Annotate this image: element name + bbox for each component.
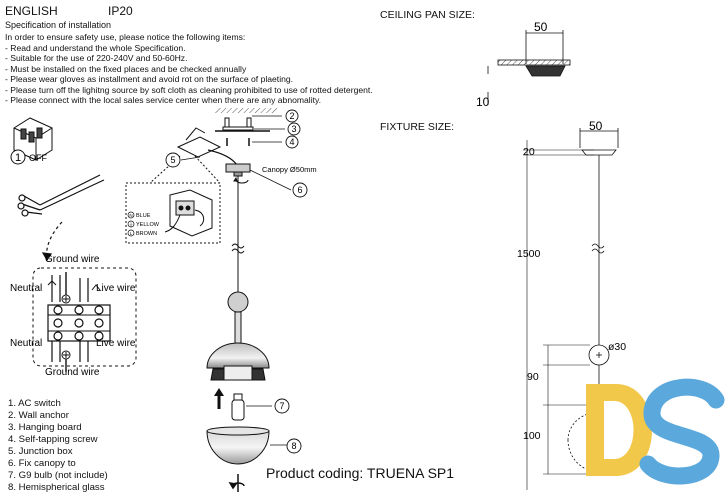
live-wire-label-bottom: Live wire — [96, 338, 136, 349]
ceiling-pan-title: CEILING PAN SIZE: — [380, 9, 475, 21]
spec-item: - Must be installed on the fixed places … — [5, 63, 247, 74]
rotate-arrow-icon — [228, 474, 245, 492]
spec-intro: In order to ensure safety use, please no… — [5, 32, 246, 42]
wire-bundle-illustration — [17, 174, 105, 262]
bulb — [231, 393, 245, 421]
fixture-drawing — [523, 128, 631, 490]
legend-item: 1. AC switch — [8, 398, 61, 409]
junction-color-legend: N BLUE ⏚ YELLOW L BROWN — [127, 211, 160, 237]
callout-numbers: 2 3 4 5 6 7 8 — [170, 111, 302, 451]
live-wire-label-top: Live wire — [96, 283, 136, 294]
neutral-label-bottom: Neutral — [10, 338, 42, 349]
legend-item: 5. Junction box — [8, 446, 73, 457]
pan-width-dim: 50 — [534, 20, 548, 34]
svg-text:⏚: ⏚ — [129, 221, 134, 227]
callout-circles — [165, 109, 308, 454]
fixture-title: FIXTURE SIZE: — [380, 121, 455, 133]
spec-title: Specification of installation — [5, 20, 112, 30]
stem-length-dim: 90 — [527, 371, 539, 383]
neutral-label-top: Neutral — [10, 283, 42, 294]
ground-wire-label-bottom: Ground wire — [45, 367, 100, 378]
canopy-label: Canopy Ø50mm — [262, 165, 317, 174]
shade-height-dim: 100 — [523, 430, 541, 442]
legend-item: 4. Self-tapping screw — [8, 434, 98, 445]
ac-switch-illustration — [13, 117, 53, 161]
svg-text:8: 8 — [291, 441, 296, 451]
junction-box-inset — [125, 155, 221, 244]
svg-text:7: 7 — [279, 401, 284, 411]
svg-text:BLUE: BLUE — [136, 213, 151, 219]
svg-text:5: 5 — [170, 155, 175, 165]
ground-wire-label-top: Ground wire — [45, 254, 100, 265]
step-number: 1 — [15, 152, 21, 164]
ceiling-hatch — [215, 108, 277, 113]
ball-diameter-dim: ø30 — [608, 341, 626, 353]
junction-box — [176, 127, 238, 166]
hanging-parts — [215, 115, 285, 146]
fixture-width-dim: 50 — [589, 119, 603, 133]
spec-item: - Please connect with the local sales se… — [5, 95, 322, 105]
spec-item: - Suitable for the use of 220-240V and 5… — [5, 53, 188, 63]
callout-leaders — [180, 156, 292, 446]
cable-length-dim: 1500 — [517, 248, 541, 260]
ds-logo — [586, 378, 725, 485]
svg-text:6: 6 — [297, 185, 302, 195]
legend-item: 6. Fix canopy to — [8, 458, 76, 469]
switch-off-label: OFF — [29, 153, 47, 163]
pan-height-dim: 10 — [476, 95, 490, 109]
svg-text:L: L — [130, 231, 133, 236]
svg-text:3: 3 — [291, 124, 296, 134]
svg-text:N: N — [129, 213, 132, 218]
svg-text:4: 4 — [289, 137, 294, 147]
wiring-diagram — [32, 267, 137, 372]
legend-item: 7. G9 bulb (not include) — [8, 470, 108, 481]
glass-shade — [206, 426, 270, 465]
svg-text:BROWN: BROWN — [136, 231, 157, 237]
svg-text:2: 2 — [289, 111, 294, 121]
spec-item: - Please wear gloves as installment and … — [5, 74, 294, 84]
pendant-body — [206, 176, 270, 381]
spec-item: - Read and understand the whole Specific… — [5, 42, 186, 53]
legend-item: 2. Wall anchor — [8, 410, 69, 421]
svg-text:YELLOW: YELLOW — [136, 222, 160, 228]
language-label: ENGLISH — [5, 4, 58, 18]
spec-item: - Please turn off the lighitng source by… — [5, 84, 373, 95]
legend-item: 8. Hemispherical glass — [8, 482, 105, 493]
ip-rating: IP20 — [108, 4, 133, 18]
ceiling-pan-drawing — [487, 30, 571, 105]
up-arrow-head-icon — [214, 388, 224, 396]
canopy-height-dim: 20 — [523, 146, 535, 158]
legend-item: 3. Hanging board — [8, 422, 82, 433]
step-1-circle — [10, 149, 26, 165]
product-coding: Product coding: TRUENA SP1 — [266, 465, 455, 481]
